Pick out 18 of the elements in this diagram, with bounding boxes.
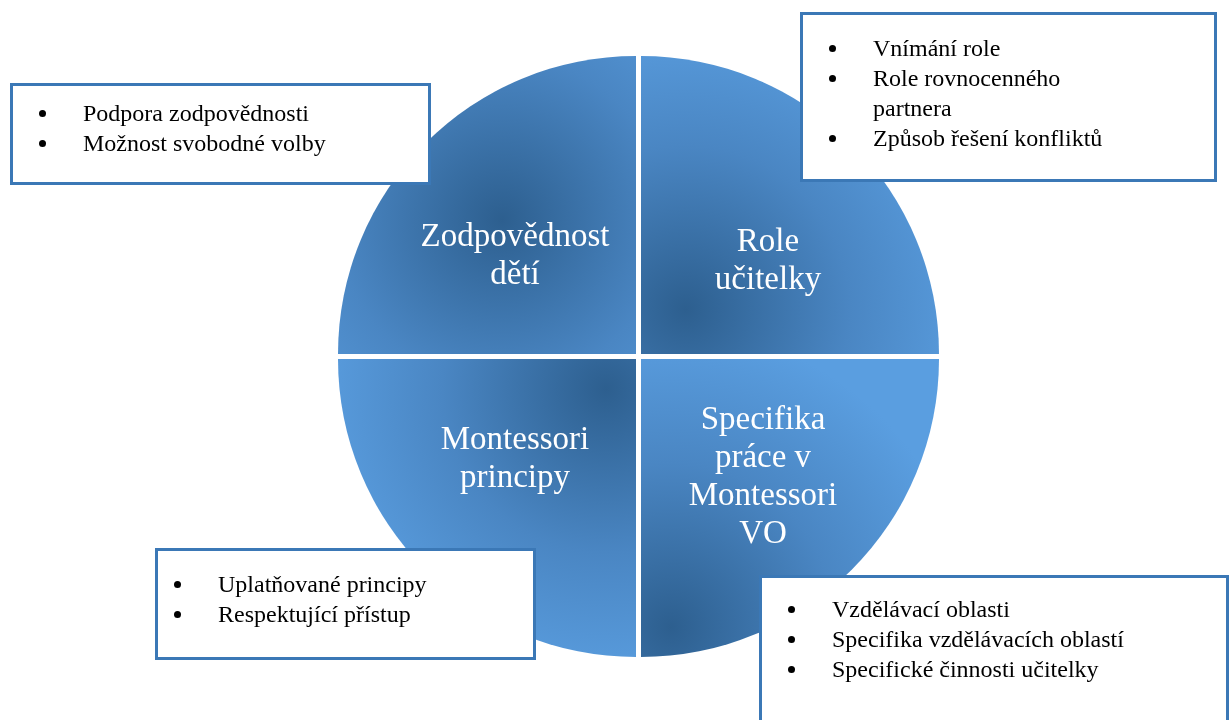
text-box	[759, 575, 1229, 720]
bullet-text: Vnímání role	[873, 35, 1001, 61]
text-box	[155, 548, 536, 660]
bullet-text: Podpora zodpovědnosti	[83, 100, 309, 126]
text-box	[800, 12, 1217, 182]
bullet-text: Respektující přístup	[218, 601, 411, 627]
quadrant-label: Montessori principy	[439, 419, 591, 495]
bullet-text: Způsob řešení konfliktů	[873, 125, 1103, 151]
quadrant-label: Specifika práce v Montessori VO	[687, 399, 839, 551]
quadrant-label: Role učitelky	[713, 221, 823, 297]
bullet-text: Role rovnocenného partnera	[873, 65, 1061, 121]
bullet-text: Uplatňované principy	[218, 571, 427, 597]
bullet-text: Specifika vzdělávacích oblastí	[832, 626, 1124, 652]
bullet-text: Specifické činnosti učitelky	[832, 656, 1099, 682]
text-box	[10, 83, 431, 185]
quadrant-label: Zodpovědnost dětí	[419, 216, 611, 292]
bullet-text: Vzdělávací oblasti	[832, 596, 1010, 622]
bullet-text: Možnost svobodné volby	[83, 130, 326, 156]
